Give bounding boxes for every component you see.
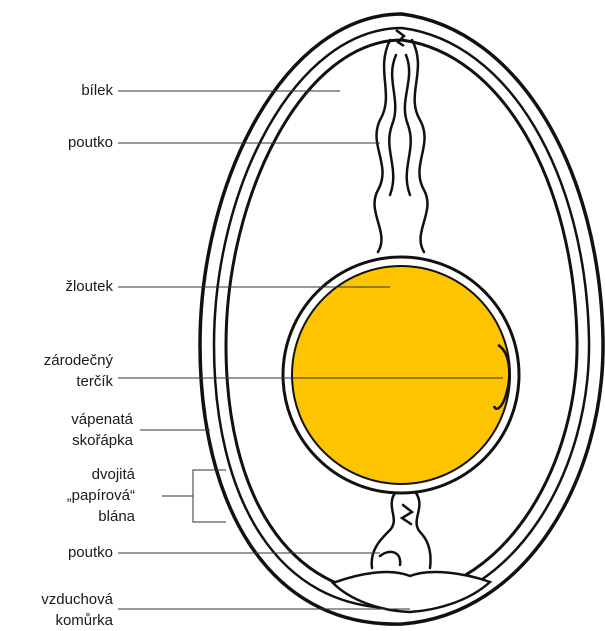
label-chalaza-top: poutko [68,132,113,153]
label-chalaza-bottom: poutko [68,542,113,563]
leader-membrane [162,470,226,522]
label-germinal-disc: zárodečný terčík [44,350,113,392]
label-yolk: žloutek [65,276,113,297]
label-membrane: dvojitá „papírová“ blána [67,464,135,527]
label-shell: vápenatá skořápka [71,409,133,451]
label-white: bílek [81,80,113,101]
yolk [292,266,510,484]
label-air-cell: vzduchová komůrka [41,589,113,631]
